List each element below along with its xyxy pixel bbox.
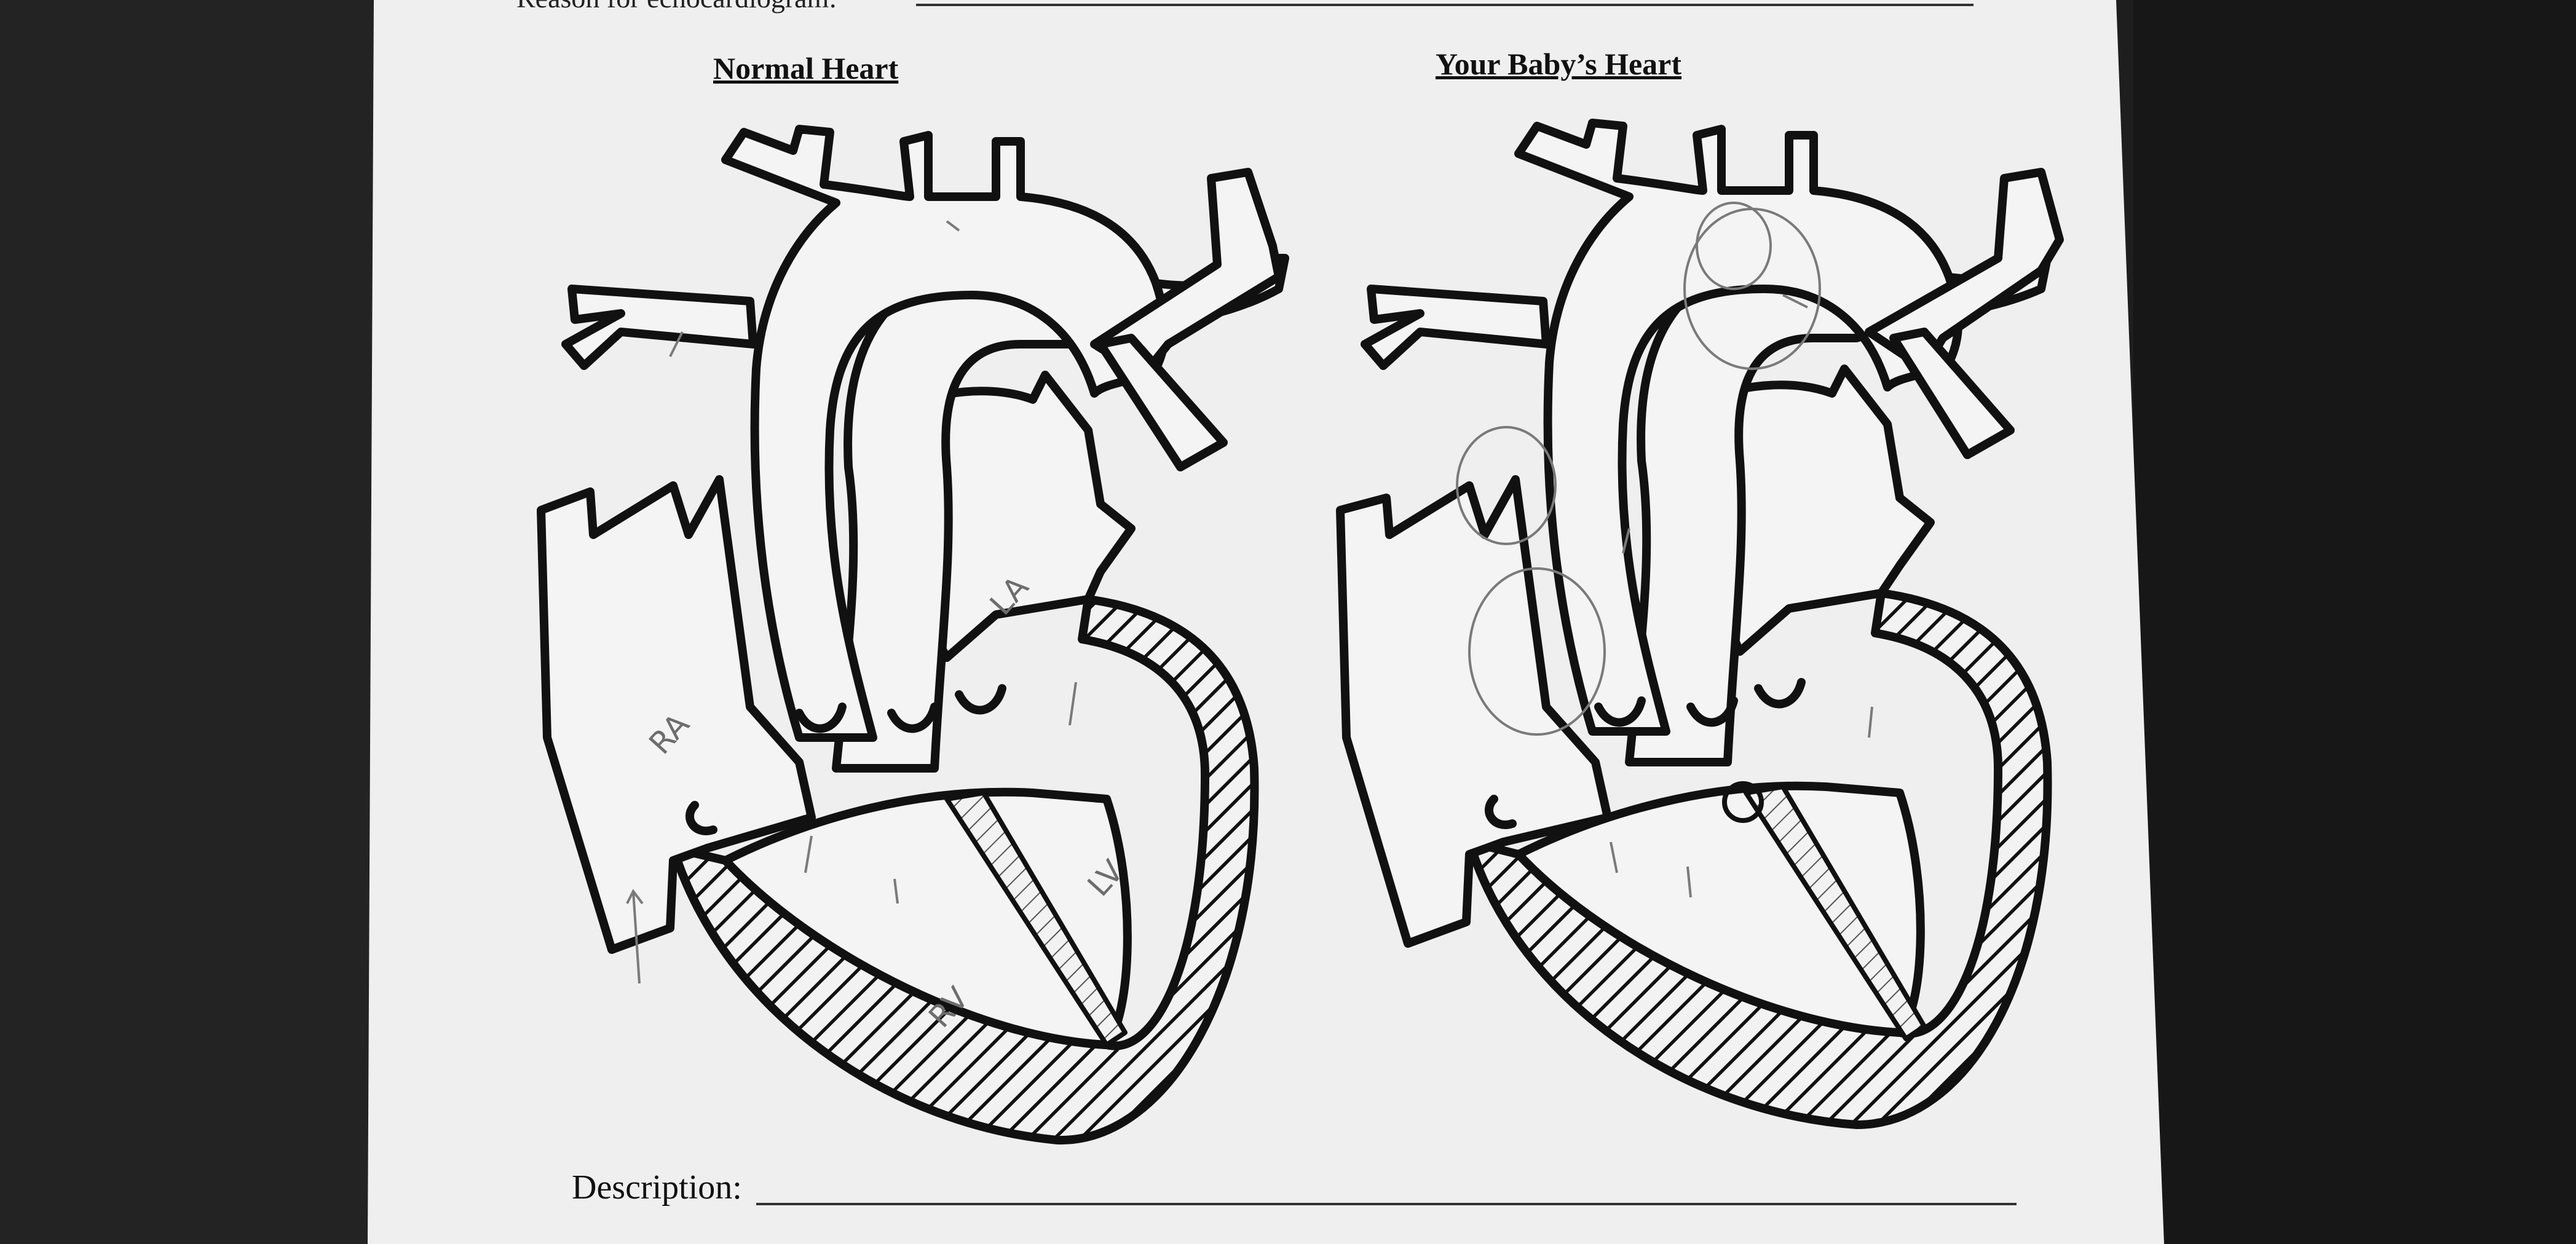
description-label: Description: [572,1168,742,1207]
baby-heart-heading: Your Baby’s Heart [1436,47,1681,81]
baby-heart-diagram [1336,119,2064,1129]
echo-reason-label: Reason for echocardiogram: [516,0,837,14]
normal-heart-heading: Normal Heart [713,51,899,85]
pencil-arrows-left [626,220,1077,984]
pencil-circles [1456,202,1873,898]
normal-heart-diagram [537,125,1289,1145]
description-line [756,1203,2017,1205]
